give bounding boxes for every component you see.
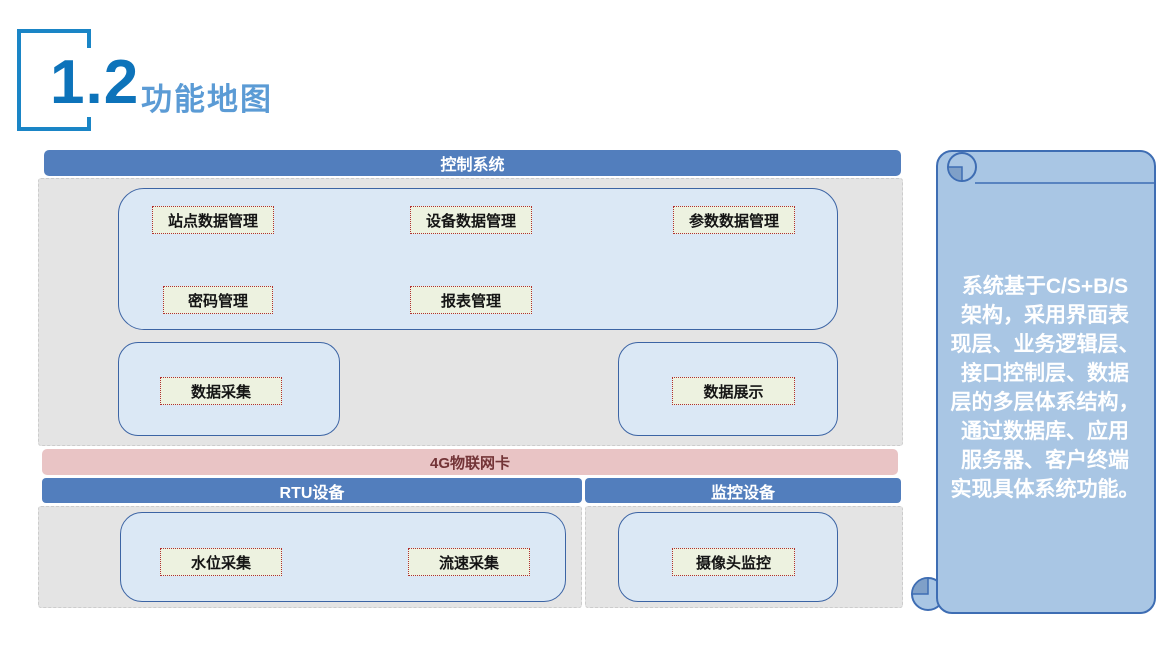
button-password-management: 密码管理 [163,286,273,314]
section-number: 1.2 [44,48,148,118]
button-param-data-management: 参数数据管理 [673,206,795,234]
scroll-shape [911,150,1156,614]
page-title: 功能地图 [141,82,273,117]
button-device-data-management: 设备数据管理 [410,206,532,234]
button-water-level-collect: 水位采集 [160,548,282,576]
control-system-bar: 控制系统 [44,150,901,176]
scroll-sheet [936,150,1156,614]
scroll-top-curl [947,152,977,182]
button-data-display: 数据展示 [672,377,795,405]
iot-4g-card-bar: 4G物联网卡 [42,449,898,475]
rtu-device-bar: RTU设备 [42,478,582,503]
button-camera-monitor: 摄像头监控 [672,548,795,576]
button-report-management: 报表管理 [410,286,532,314]
button-data-collect: 数据采集 [160,377,282,405]
monitor-device-bar: 监控设备 [585,478,901,503]
architecture-note: 系统基于C/S+B/S 架构，采用界面表 现层、业务逻辑层、 接口控制层、数据 … [950,275,1140,501]
button-site-data-management: 站点数据管理 [152,206,274,234]
button-flow-speed-collect: 流速采集 [408,548,530,576]
